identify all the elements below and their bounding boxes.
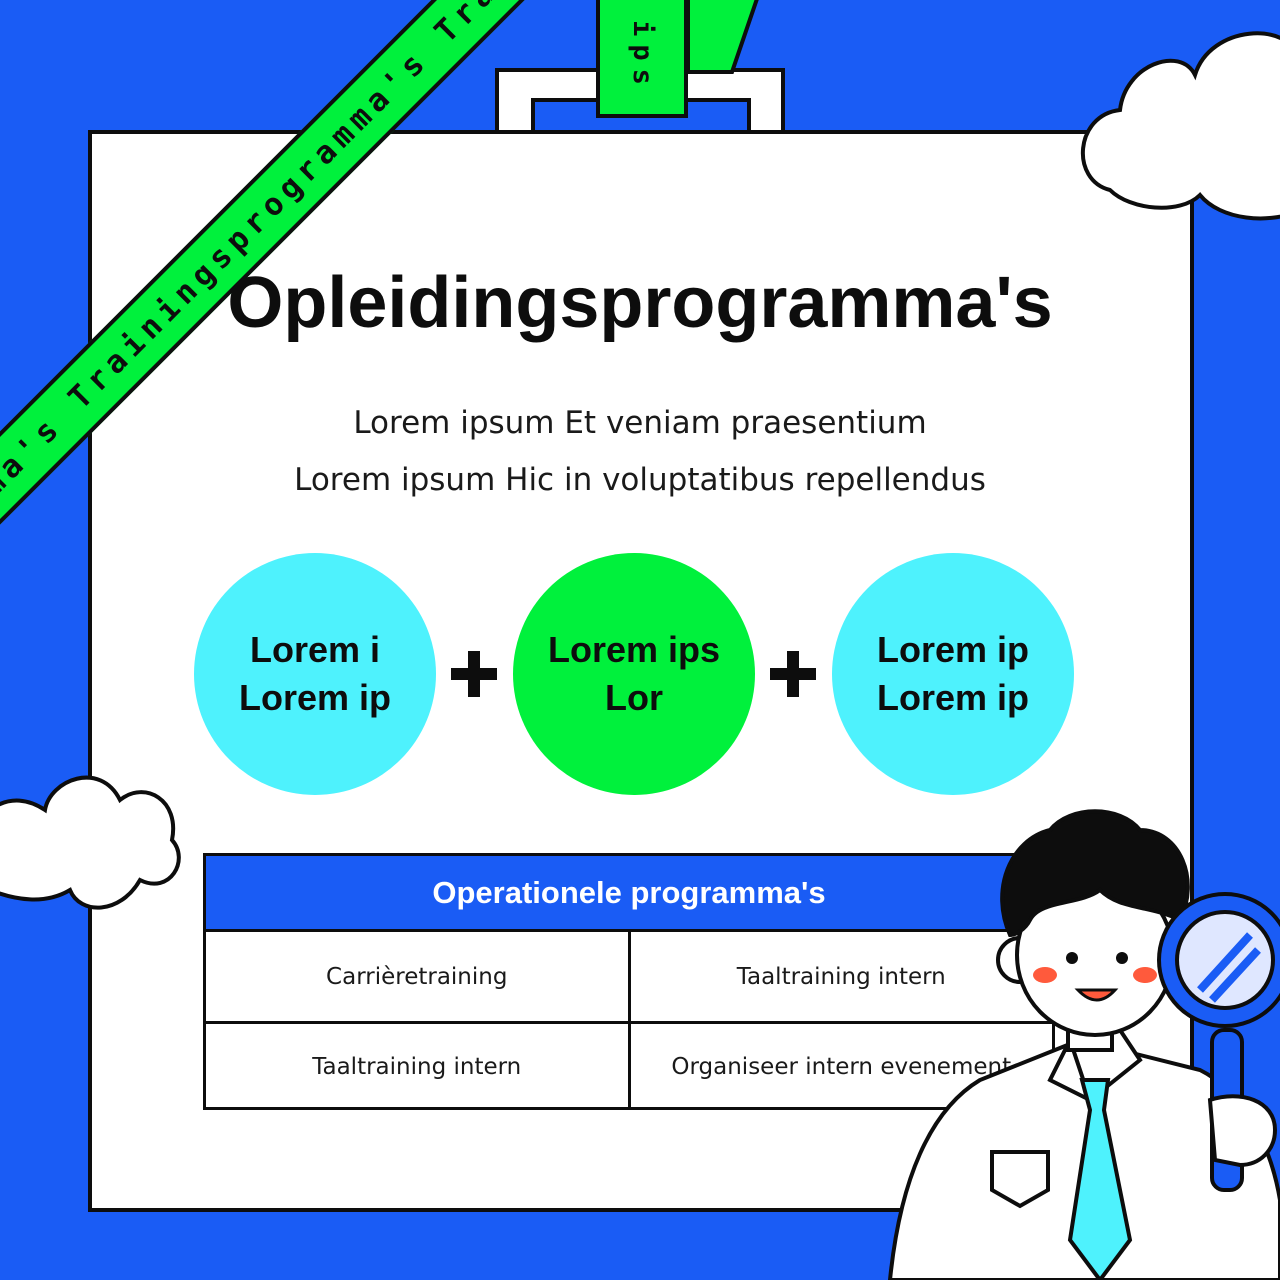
table-cell: Carrièretraining (326, 963, 508, 990)
program-circle-3: Lorem ip Lorem ip (832, 553, 1074, 795)
table-cell: Taaltraining intern (627, 932, 1053, 1021)
top-ribbon: ips (596, 0, 688, 118)
plus-icon (451, 651, 497, 697)
subtitle-line-1: Lorem ipsum Et veniam praesentium (353, 405, 927, 441)
page-title: Opleidingsprogramma's (227, 263, 1053, 343)
subtitle-line-2: Lorem ipsum Hic in voluptatibus repellen… (294, 462, 986, 498)
table-row: Taaltraining intern Organiseer intern ev… (206, 1021, 1052, 1110)
programs-table: Operationele programma's Carrièretrainin… (203, 853, 1055, 1110)
circle-2-line-2: Lor (605, 677, 663, 718)
circle-2-line-1: Lorem ips (547, 629, 721, 670)
top-ribbon-text: ips (626, 19, 658, 93)
person-illustration (887, 809, 1280, 1280)
table-cell: Organiseer intern evenement (627, 1024, 1053, 1110)
table-cell: Taaltraining intern (312, 1054, 522, 1080)
program-circle-1: Lorem i Lorem ip (194, 553, 436, 795)
program-circle-2: Lorem ips Lor (513, 553, 755, 795)
circle-3-line-2: Lorem ip (876, 677, 1029, 718)
table-row: Carrièretraining Taaltraining intern (206, 932, 1052, 1021)
circle-1-line-2: Lorem ip (238, 677, 391, 718)
plus-icon (770, 651, 816, 697)
circle-1-line-1: Lorem i (249, 629, 381, 670)
table-header: Operationele programma's (206, 856, 1052, 932)
ribbon-top-right-strip (686, 0, 759, 74)
circle-3-line-1: Lorem ip (876, 629, 1029, 670)
